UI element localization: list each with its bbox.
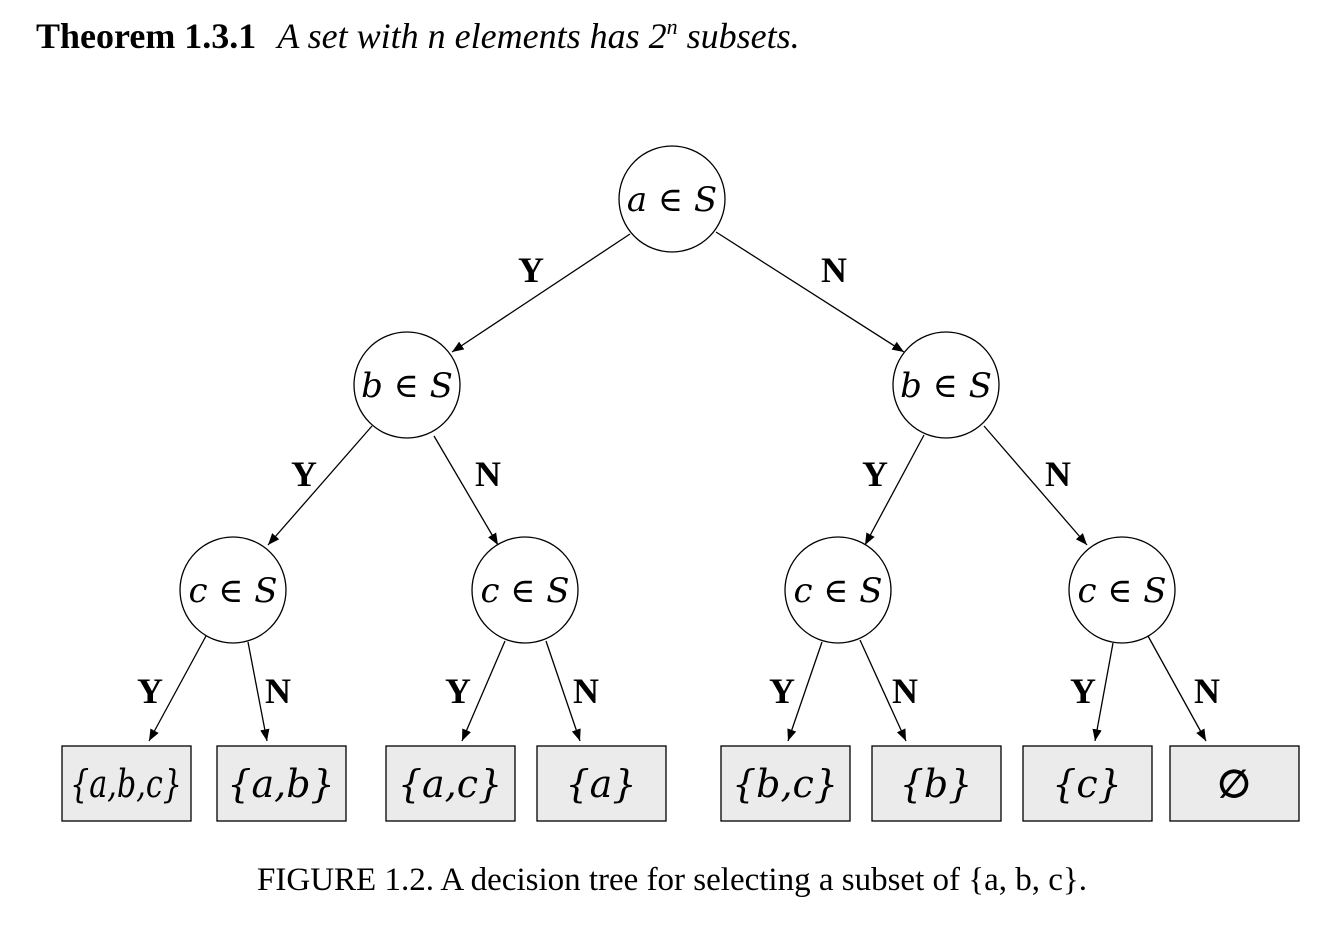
edge-label-root-yes: Y	[518, 250, 544, 290]
theorem-statement-prefix: A set with n elements has 2	[277, 16, 667, 56]
edge-c3-no	[859, 639, 907, 742]
edge-root-yes	[451, 233, 631, 353]
edge-label-c3-no: N	[892, 671, 918, 711]
node-c-3-label: c ∈ S	[793, 571, 882, 611]
edge-c1-yes	[148, 635, 207, 742]
node-c-4: c ∈ S	[1068, 536, 1176, 644]
edge-label-c1-no: N	[265, 671, 291, 711]
edge-label-root-no: N	[821, 250, 847, 290]
node-root-label: a ∈ S	[627, 180, 717, 220]
edge-b2-no	[983, 425, 1088, 546]
leaf-a: {a}	[536, 745, 667, 822]
theorem: Theorem 1.3.1 A set with n elements has …	[36, 14, 800, 57]
figure-caption: FIGURE 1.2. A decision tree for selectin…	[0, 862, 1344, 899]
edge-label-b2-no: N	[1045, 454, 1071, 494]
leaf-empty: ∅	[1169, 745, 1300, 822]
leaf-c-label: {c}	[1052, 762, 1122, 806]
node-b-right: b ∈ S	[892, 331, 1000, 439]
edge-label-c4-yes: Y	[1070, 671, 1096, 711]
caption-text: FIGURE 1.2. A decision tree for selectin…	[257, 862, 969, 898]
edge-label-c1-yes: Y	[137, 671, 163, 711]
caption-end: .	[1078, 862, 1087, 898]
edge-b1-yes	[267, 425, 373, 546]
node-c-1-label: c ∈ S	[188, 571, 277, 611]
edge-c2-yes	[461, 640, 506, 742]
leaf-a-label: {a}	[565, 762, 636, 806]
node-b-right-label: b ∈ S	[900, 366, 992, 406]
node-c-3: c ∈ S	[784, 536, 892, 644]
leaf-b-label: {b}	[900, 762, 973, 806]
edge-label-c2-no: N	[573, 671, 599, 711]
theorem-statement-suffix: subsets.	[677, 16, 800, 56]
edge-label-b2-yes: Y	[862, 454, 888, 494]
edge-c3-yes	[787, 641, 823, 742]
leaf-ab: {a,b}	[216, 745, 347, 822]
edge-label-b1-yes: Y	[291, 454, 317, 494]
node-c-4-label: c ∈ S	[1077, 571, 1166, 611]
node-b-left: b ∈ S	[353, 331, 461, 439]
leaf-b: {b}	[871, 745, 1002, 822]
edge-label-b1-no: N	[475, 454, 501, 494]
node-root: a ∈ S	[618, 145, 726, 253]
leaf-bc: {b,c}	[720, 745, 851, 822]
edge-label-c2-yes: Y	[445, 671, 471, 711]
leaf-abc: {a,b,c}	[61, 745, 192, 822]
edge-c1-no	[247, 641, 270, 742]
edge-c4-no	[1147, 635, 1207, 742]
leaf-c: {c}	[1022, 745, 1153, 822]
leaf-empty-label: ∅	[1217, 761, 1250, 806]
theorem-statement: A set with n elements has 2n subsets.	[277, 14, 800, 56]
node-c-2-label: c ∈ S	[480, 571, 569, 611]
caption-set: {a, b, c}	[968, 862, 1078, 898]
edge-c2-no	[545, 640, 581, 742]
edge-c4-yes	[1092, 642, 1114, 742]
leaf-abc-label: {a,b,c}	[70, 762, 182, 806]
edge-b1-no	[433, 435, 499, 546]
leaf-ac-label: {a,c}	[398, 762, 502, 806]
caption-set-text: {a, b, c}	[968, 862, 1079, 898]
node-c-2: c ∈ S	[471, 536, 579, 644]
node-c-1: c ∈ S	[179, 536, 287, 644]
decision-tree: Y N Y N Y N Y N Y N Y N Y N a ∈ S b ∈ S …	[61, 145, 1300, 822]
leaf-ac: {a,c}	[385, 745, 516, 822]
edge-label-c3-yes: Y	[769, 671, 795, 711]
leaf-ab-label: {a,b}	[227, 762, 334, 806]
leaf-bc-label: {b,c}	[732, 762, 838, 806]
edge-root-no	[715, 231, 905, 353]
theorem-label: Theorem 1.3.1	[36, 16, 257, 56]
node-b-left-label: b ∈ S	[361, 366, 453, 406]
theorem-exponent: n	[666, 14, 678, 39]
edge-b2-yes	[864, 434, 925, 546]
edge-label-c4-no: N	[1194, 671, 1220, 711]
